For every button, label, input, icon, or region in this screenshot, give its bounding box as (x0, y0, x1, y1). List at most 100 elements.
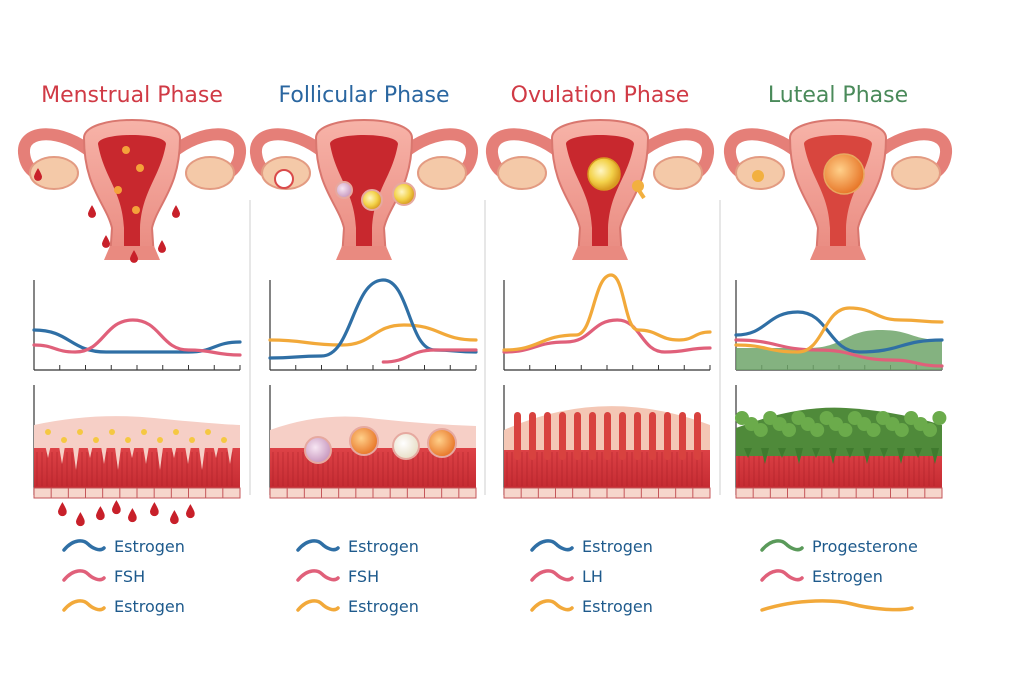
blood-drop-icon (58, 502, 67, 517)
uterine-cavity (98, 135, 166, 256)
shedding-drip (142, 440, 150, 464)
shedding-drip (114, 440, 122, 470)
secretory-drip (795, 448, 803, 464)
follicle (392, 432, 420, 460)
gland (529, 412, 536, 460)
blood-drop-icon (158, 240, 166, 253)
shedding-drip (226, 440, 234, 464)
gland (679, 412, 686, 460)
blood-drop-icon (170, 510, 179, 525)
ovary (29, 156, 79, 190)
legend-wave-line-icon (530, 599, 574, 612)
egg-trail (634, 184, 646, 200)
gland (589, 412, 596, 460)
follicle (392, 182, 416, 206)
secretory-bump (932, 411, 947, 425)
follicle (361, 189, 383, 211)
shedding-drip (184, 440, 192, 464)
egg-cell (587, 157, 621, 191)
ovary-spot (752, 170, 764, 182)
blood-drop-icon (186, 504, 195, 519)
secretory-drip (778, 448, 786, 458)
secretory-drip (931, 448, 939, 464)
gland (649, 412, 656, 460)
legend-wave-line-icon (296, 599, 340, 612)
debris-dot (141, 429, 147, 435)
legend-label: Progesterone (812, 537, 918, 556)
shedding-drip (170, 440, 178, 458)
gland (694, 412, 701, 460)
fsh-curve (32, 318, 242, 357)
debris-dot (77, 429, 83, 435)
estrogen-curve (268, 323, 478, 347)
secretory-drip (897, 448, 905, 464)
debris-dot (114, 186, 122, 194)
secretory-drip (846, 448, 854, 458)
debris-dot (136, 164, 144, 172)
secretory-bump (810, 423, 825, 437)
gland (604, 412, 611, 460)
debris-dot (61, 437, 67, 443)
phase-title: Luteal Phase (768, 83, 908, 108)
secretory-bump (866, 423, 881, 437)
ovary (417, 156, 467, 190)
estrogen-curve (734, 310, 944, 354)
legend-wave-line-icon (760, 539, 804, 552)
debris-dot (173, 429, 179, 435)
legend-label: Estrogen (582, 597, 653, 616)
follicle (427, 428, 457, 458)
blood-drop-icon (128, 508, 137, 523)
legend-label: Estrogen (114, 537, 185, 556)
legend-label: LH (582, 567, 603, 586)
secretory-drip (914, 448, 922, 458)
shedding-drip (212, 440, 220, 458)
phase-title: Menstrual Phase (41, 83, 223, 108)
debris-dot (93, 437, 99, 443)
follicle (349, 426, 379, 456)
follicle (274, 169, 294, 189)
gland (574, 412, 581, 460)
gland (634, 412, 641, 460)
shedding-drip (198, 440, 206, 470)
ovary (891, 156, 941, 190)
legend-wave-line-icon (530, 539, 574, 552)
blood-drop-icon (102, 235, 110, 248)
estrogen-surge-curve (502, 273, 712, 352)
blood-drop-icon (172, 205, 180, 218)
debris-dot (205, 429, 211, 435)
secretory-drip (744, 448, 752, 458)
secretory-bump (753, 423, 768, 437)
legend-wave-line-icon (62, 539, 106, 552)
cervix (810, 246, 866, 260)
debris-dot (109, 429, 115, 435)
blood-drop-icon (76, 512, 85, 527)
legend-wave-line-icon (760, 599, 914, 612)
pink-curve (734, 338, 944, 368)
blood-drop-icon (150, 502, 159, 517)
debris-dot (157, 437, 163, 443)
estrogen-peak-curve (268, 278, 478, 360)
secretory-bump (923, 423, 937, 437)
secretory-bump (782, 423, 796, 437)
secretory-drip (829, 448, 837, 464)
legend-wave-line-icon (62, 599, 106, 612)
legend-wave-line-icon (760, 569, 804, 582)
legend-wave-line-icon (296, 569, 340, 582)
fsh-curve (381, 348, 478, 364)
ovary (185, 156, 235, 190)
legend-label: Estrogen (348, 597, 419, 616)
debris-dot (45, 429, 51, 435)
gland (664, 412, 671, 460)
legend-label: Estrogen (582, 537, 653, 556)
debris-dot (122, 146, 130, 154)
follicle (304, 436, 332, 464)
estrogen-curve (32, 328, 242, 354)
legend-label: Estrogen (348, 537, 419, 556)
orange-curve (734, 306, 944, 354)
debris-dot (125, 437, 131, 443)
legend-label: FSH (348, 567, 379, 586)
shedding-drip (100, 440, 108, 464)
